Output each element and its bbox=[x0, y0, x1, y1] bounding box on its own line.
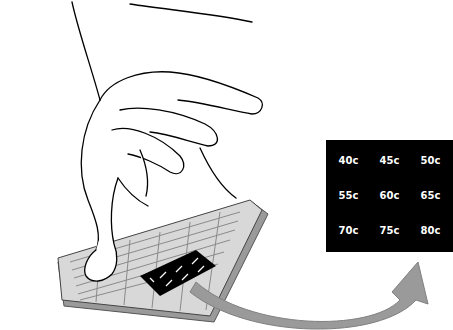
temperature-value: 65c bbox=[421, 190, 441, 202]
temperature-value: 40c bbox=[339, 155, 359, 167]
pointer-arrow bbox=[190, 262, 428, 329]
temperature-value: 75c bbox=[380, 225, 400, 237]
temperature-panel: 40c 45c 50c 55c 60c 65c 70c 75c 80c bbox=[326, 140, 453, 252]
temperature-value: 70c bbox=[339, 225, 359, 237]
temperature-value: 80c bbox=[421, 225, 441, 237]
temperature-value: 50c bbox=[421, 155, 441, 167]
temperature-value: 55c bbox=[339, 190, 359, 202]
hand bbox=[72, 2, 262, 281]
temperature-value: 60c bbox=[380, 190, 400, 202]
temperature-value: 45c bbox=[380, 155, 400, 167]
